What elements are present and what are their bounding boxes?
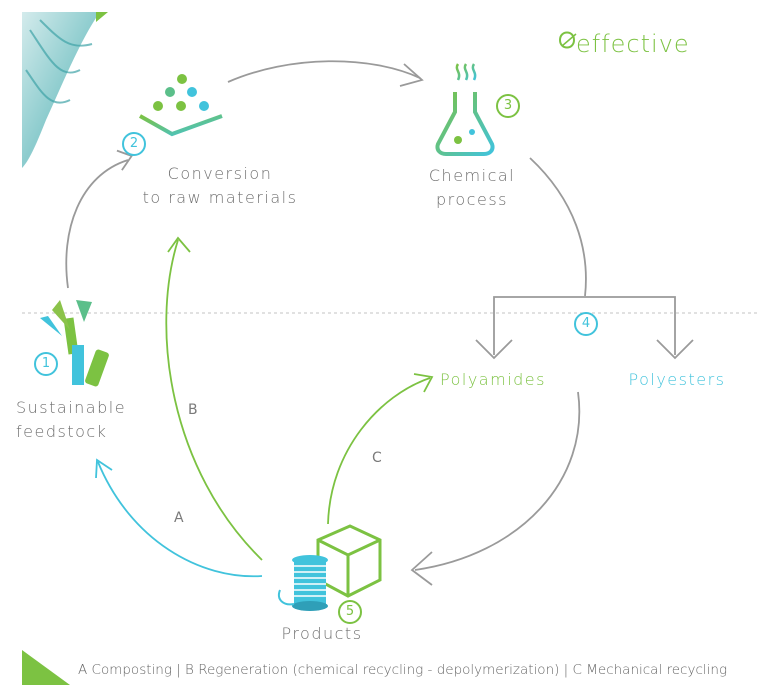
polyamides-label: Polyamides <box>440 370 546 389</box>
step-1-badge: 1 <box>34 352 58 376</box>
route-b-label: B <box>188 402 198 418</box>
feedstock-label-line1: Sustainable <box>16 398 127 417</box>
step-5-badge: 5 <box>338 600 362 624</box>
feedstock-plant-icon <box>40 300 109 387</box>
step-2-badge: 2 <box>122 132 146 156</box>
chemical-process-label-line2: process <box>436 190 508 209</box>
conversion-label-line2: to raw materials <box>142 188 298 207</box>
raw-materials-icon <box>139 74 223 137</box>
route-b-arrow <box>165 236 263 561</box>
route-c-label: C <box>372 450 382 466</box>
corner-textile-image <box>22 12 108 168</box>
chemical-process-label-line1: Chemical <box>428 166 516 185</box>
products-label: Products <box>281 624 363 643</box>
feedstock-label-line2: feedstock <box>16 422 108 441</box>
route-a-arrow <box>95 458 263 578</box>
effective-logo: effective <box>576 30 690 58</box>
chemical-flask-icon <box>435 63 495 156</box>
conversion-label-line1: Conversion <box>167 164 273 183</box>
route-c-arrow <box>327 373 434 525</box>
cycle-arrows <box>65 60 694 586</box>
chemical-process-label: Chemical process <box>412 164 532 212</box>
conversion-label: Conversion to raw materials <box>130 162 310 210</box>
polyesters-label: Polyesters <box>628 370 726 389</box>
step-3-badge: 3 <box>496 94 520 118</box>
logo-leaf-icon <box>558 31 577 49</box>
corner-triangle <box>22 650 70 685</box>
route-a-label: A <box>174 510 184 526</box>
products-icon <box>278 524 382 611</box>
feedstock-label: Sustainable feedstock <box>16 396 150 444</box>
step-4-badge: 4 <box>574 312 598 336</box>
legend-text: A Composting | B Regeneration (chemical … <box>78 662 728 678</box>
